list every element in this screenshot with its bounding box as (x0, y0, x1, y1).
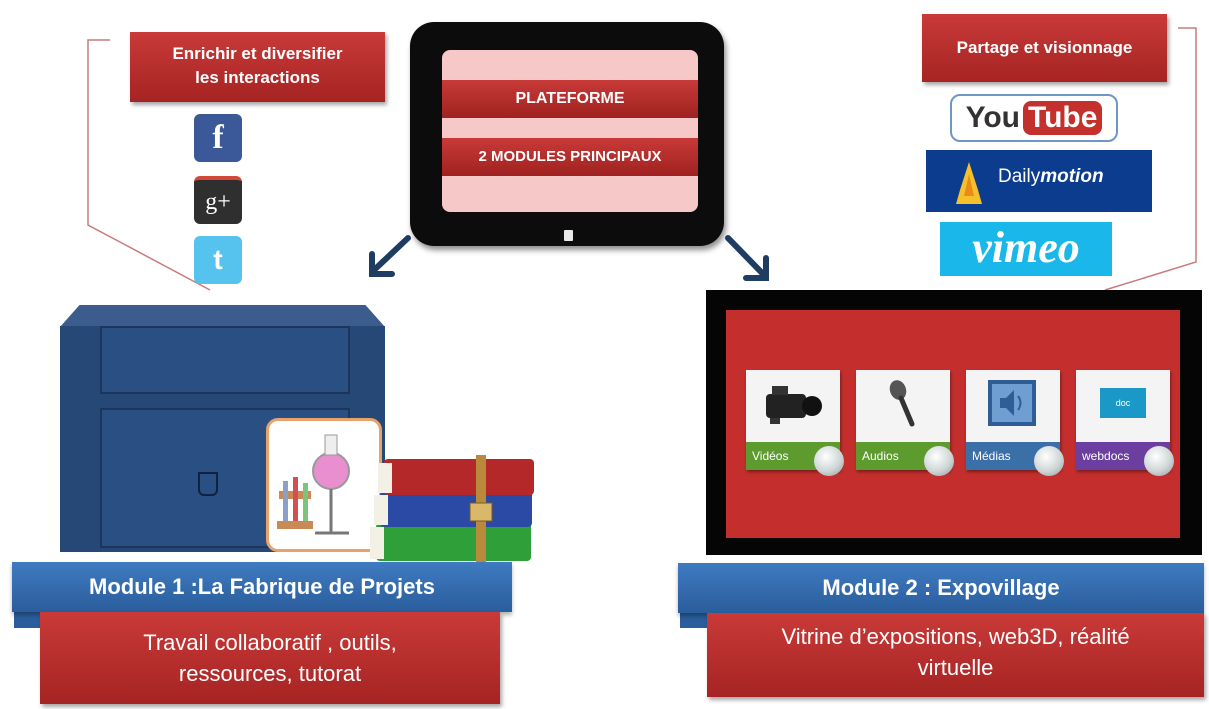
cabinet-top (60, 305, 385, 327)
youtube-tube: Tube (1023, 101, 1103, 135)
microphone-icon (889, 380, 915, 427)
module1-desc-line1: Travail collaboratif , outils, (143, 630, 397, 655)
module1-desc-line2: ressources, tutorat (178, 661, 362, 686)
callout-interactions: Enrichir et diversifier les interactions (130, 32, 385, 102)
books-icon (370, 455, 534, 565)
module1-title-bar: Module 1 :La Fabrique de Projets (12, 562, 512, 612)
vimeo-logo[interactable]: vimeo (940, 222, 1112, 276)
tile-audios-orb (924, 446, 954, 476)
tile-videos-orb (814, 446, 844, 476)
cabinet-handle (198, 472, 218, 496)
google-plus-label: g+ (205, 188, 231, 215)
tile-webdocs-orb (1144, 446, 1174, 476)
tile-videos[interactable]: Vidéos (746, 370, 844, 476)
google-plus-icon[interactable]: g+ (194, 176, 242, 224)
module1-description: Travail collaboratif , outils, ressource… (40, 612, 500, 704)
vimeo-text: vimeo (972, 223, 1080, 272)
modules-subtitle: 2 MODULES PRINCIPAUX (442, 138, 698, 176)
speaker-icon (988, 380, 1036, 426)
module2-desc-line1: Vitrine d’expositions, web3D, réalité (781, 624, 1130, 649)
twitter-icon[interactable]: t (194, 236, 242, 284)
cabinet-drawer-top (100, 326, 350, 394)
module2-description: Vitrine d’expositions, web3D, réalité vi… (707, 613, 1204, 697)
doc-icon: doc (1100, 388, 1146, 418)
callout-line2: les interactions (195, 68, 320, 87)
tile-medias-orb (1034, 446, 1064, 476)
module2-title-bar: Module 2 : Expovillage (678, 563, 1204, 613)
doc-icon-label: doc (1115, 398, 1131, 408)
module2-desc-line2: virtuelle (917, 655, 994, 680)
dailymotion-text-a: Daily (998, 166, 1041, 187)
platform-title: PLATEFORME (442, 80, 698, 118)
tile-audios[interactable]: Audios (856, 370, 954, 476)
lab-equipment-icon (266, 418, 382, 552)
module1-shadow (14, 612, 42, 628)
module1-title: Module 1 :La Fabrique de Projets (89, 574, 435, 599)
module2-title: Module 2 : Expovillage (822, 575, 1060, 600)
facebook-icon[interactable]: f (194, 114, 242, 162)
tile-webdocs[interactable]: doc webdocs (1076, 370, 1174, 476)
callout-line1: Enrichir et diversifier (172, 44, 343, 63)
callout-sharing: Partage et visionnage (922, 14, 1167, 82)
tv-screen: Vidéos Audios Médias doc webdocs (726, 310, 1180, 538)
dailymotion-flame-icon (956, 162, 982, 204)
dailymotion-logo[interactable]: Dailymotion (926, 150, 1152, 212)
video-camera-icon (766, 386, 822, 424)
tablet-screen: PLATEFORME 2 MODULES PRINCIPAUX (442, 50, 698, 212)
youtube-logo[interactable]: You Tube (950, 94, 1118, 142)
dailymotion-text-b: motion (1040, 166, 1104, 187)
tile-medias[interactable]: Médias (966, 370, 1064, 476)
youtube-you: You (965, 101, 1020, 134)
tablet-home-button (564, 230, 573, 241)
callout-sharing-label: Partage et visionnage (956, 38, 1133, 57)
module2-shadow (680, 612, 708, 628)
